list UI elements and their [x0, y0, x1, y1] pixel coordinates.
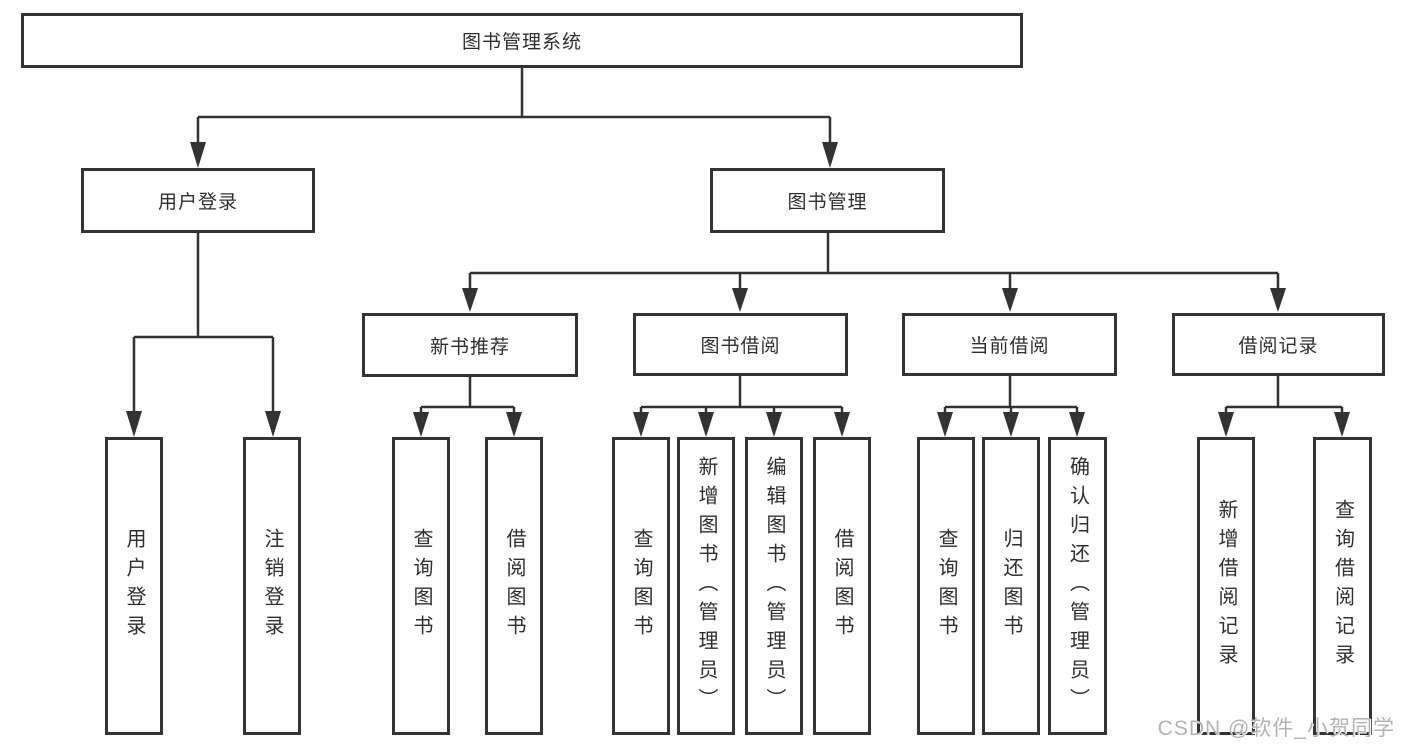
node-new-book-rec-label: 新书推荐	[429, 336, 510, 358]
connector-current-borrow-children	[937, 376, 1085, 437]
connector-book-borrow-children	[633, 375, 850, 437]
node-leaf-br-query-record-label: 查询借阅记录	[1331, 499, 1354, 673]
node-user-login: 用户登录	[81, 168, 315, 233]
connector-book-mgmt-children	[462, 233, 1286, 312]
node-leaf-cb-return-books: 归还图书	[982, 437, 1040, 735]
connector-new-book-rec-children	[413, 377, 522, 437]
node-new-book-rec: 新书推荐	[362, 313, 578, 377]
node-leaf-cb-confirm-return-label: 确认归还（管理员）	[1066, 455, 1089, 717]
node-leaf-cb-return-books-label: 归还图书	[1000, 528, 1022, 644]
node-book-borrow-label: 图书借阅	[700, 336, 781, 357]
node-leaf-bb-borrow-books-label: 借阅图书	[831, 528, 853, 644]
node-leaf-rec-borrow-books-label: 借阅图书	[503, 528, 525, 644]
node-leaf-bb-borrow-books: 借阅图书	[813, 437, 871, 735]
node-leaf-bb-add-books-label: 新增图书（管理员）	[695, 455, 717, 717]
node-leaf-bb-edit-books-label: 编辑图书（管理员）	[763, 455, 785, 717]
node-leaf-rec-query-books-label: 查询图书	[410, 528, 432, 644]
node-leaf-cb-query-books-label: 查询图书	[935, 528, 957, 644]
node-leaf-logout-label: 注销登录	[261, 528, 283, 644]
node-leaf-br-add-record-label: 新增借阅记录	[1215, 499, 1237, 673]
node-current-borrow: 当前借阅	[902, 313, 1117, 376]
node-leaf-cb-query-books: 查询图书	[917, 437, 975, 735]
node-leaf-cb-confirm-return: 确认归还（管理员）	[1048, 437, 1107, 735]
connector-root-to-level2	[190, 68, 838, 168]
node-borrow-records: 借阅记录	[1172, 313, 1385, 376]
node-root: 图书管理系统	[21, 13, 1023, 68]
connector-user-login-children	[126, 232, 281, 437]
node-book-borrow: 图书借阅	[633, 313, 848, 376]
node-leaf-logout: 注销登录	[243, 437, 301, 735]
csdn-watermark: CSDN @软件_小贺同学	[1157, 717, 1395, 740]
node-borrow-records-label: 借阅记录	[1238, 336, 1319, 357]
node-leaf-user-login-action-label: 用户登录	[123, 528, 145, 644]
node-leaf-user-login-action: 用户登录	[105, 437, 163, 735]
node-leaf-bb-add-books: 新增图书（管理员）	[677, 437, 735, 735]
node-leaf-br-query-record: 查询借阅记录	[1313, 437, 1372, 735]
node-current-borrow-label: 当前借阅	[969, 336, 1050, 357]
node-leaf-bb-query-books: 查询图书	[612, 437, 670, 735]
connector-borrow-records-children	[1218, 376, 1350, 437]
node-root-label: 图书管理系统	[461, 32, 582, 53]
node-book-mgmt-label: 图书管理	[787, 192, 868, 213]
node-leaf-rec-borrow-books: 借阅图书	[485, 437, 543, 735]
node-leaf-br-add-record: 新增借阅记录	[1197, 437, 1255, 735]
node-book-mgmt: 图书管理	[710, 168, 945, 233]
node-leaf-rec-query-books: 查询图书	[392, 437, 450, 735]
node-leaf-bb-query-books-label: 查询图书	[630, 528, 652, 644]
node-user-login-label: 用户登录	[157, 192, 238, 213]
node-leaf-bb-edit-books: 编辑图书（管理员）	[745, 437, 803, 735]
